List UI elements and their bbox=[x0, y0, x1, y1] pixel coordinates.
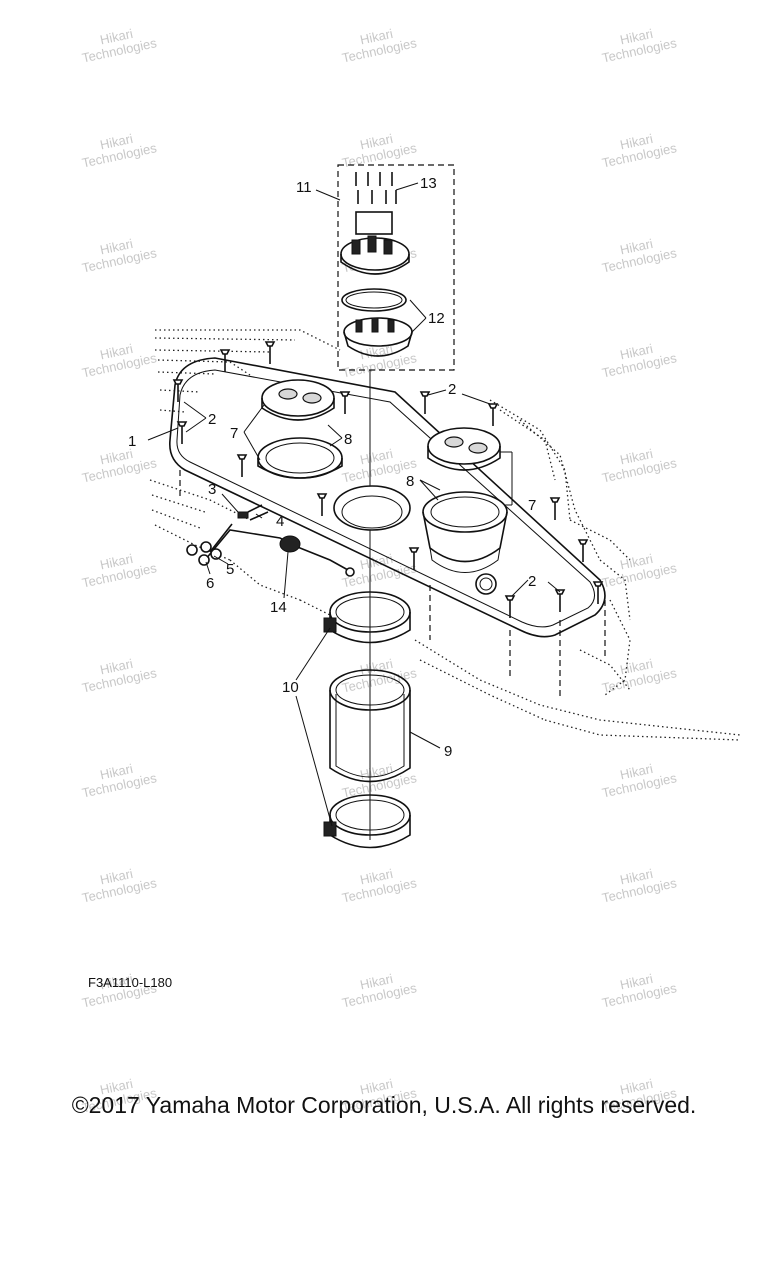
callout-11: 11 bbox=[296, 179, 312, 196]
left-vent-assembly bbox=[257, 379, 343, 479]
callout-2-bottom: 2 bbox=[528, 573, 536, 590]
callout-3: 3 bbox=[208, 481, 216, 498]
callout-7-right: 7 bbox=[528, 497, 536, 514]
callout-6: 6 bbox=[206, 575, 214, 592]
callout-1: 1 bbox=[128, 433, 136, 450]
hose-and-clamps bbox=[323, 591, 411, 849]
copyright-notice: ©2017 Yamaha Motor Corporation, U.S.A. A… bbox=[71, 1092, 697, 1118]
callout-10: 10 bbox=[282, 679, 299, 696]
leader-lines bbox=[147, 182, 561, 827]
screws bbox=[172, 341, 604, 618]
diagram-reference-code: F3A1110-L180 bbox=[88, 975, 173, 990]
callout-13: 13 bbox=[420, 175, 437, 192]
callout-4: 4 bbox=[276, 513, 284, 530]
callout-numbers: 11 13 12 1 2 7 8 2 8 7 2 3 4 5 6 14 10 9 bbox=[128, 175, 536, 760]
deck-cover-plate bbox=[168, 357, 606, 638]
guide-lines bbox=[179, 370, 606, 840]
callout-8-left: 8 bbox=[344, 431, 352, 448]
vent-fan-assembly-box bbox=[337, 164, 455, 371]
callout-2-left: 2 bbox=[208, 411, 216, 428]
callout-14: 14 bbox=[270, 599, 287, 616]
callout-9: 9 bbox=[444, 743, 452, 760]
callout-7-left: 7 bbox=[230, 425, 238, 442]
callout-12: 12 bbox=[428, 310, 445, 327]
fasteners-and-harness bbox=[186, 504, 355, 577]
callout-8-right: 8 bbox=[406, 473, 414, 490]
callout-2-top: 2 bbox=[448, 381, 456, 398]
right-vent-assembly bbox=[422, 427, 508, 595]
hull-outline bbox=[149, 329, 741, 741]
center-hatch-opening bbox=[333, 485, 411, 531]
callout-5: 5 bbox=[226, 561, 234, 578]
